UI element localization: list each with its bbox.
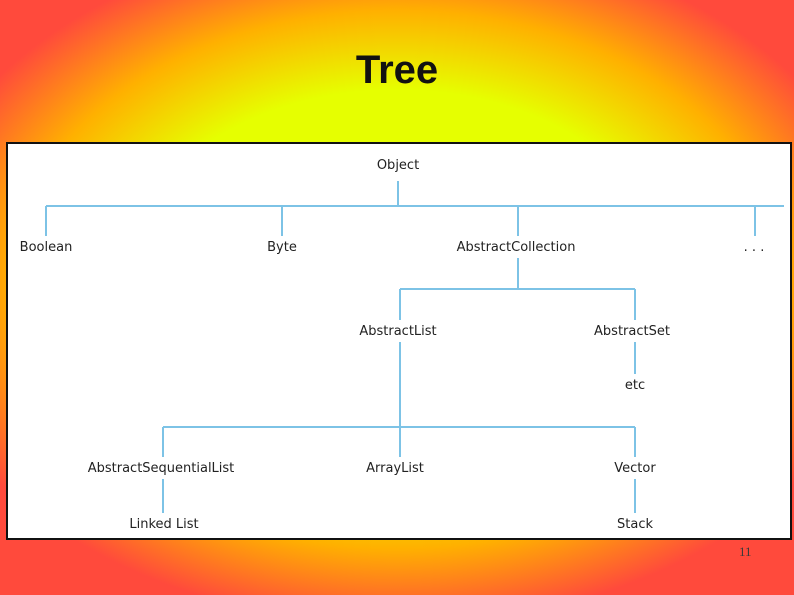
page-number: 11: [739, 544, 752, 559]
node-byte: Byte: [267, 240, 297, 255]
node-abstract-set: AbstractSet: [594, 324, 670, 339]
node-abstract-list: AbstractList: [359, 324, 437, 339]
node-etc: etc: [624, 378, 646, 393]
node-array-list: ArrayList: [366, 461, 424, 476]
node-ellipsis: . . .: [743, 240, 765, 255]
node-abstract-sequential-list: AbstractSequentialList: [87, 461, 235, 476]
slide-title: Tree: [355, 48, 439, 92]
node-object: Object: [376, 158, 420, 173]
node-vector: Vector: [614, 461, 656, 476]
class-hierarchy-diagram: Object Boolean Byte AbstractCollection .…: [6, 142, 792, 540]
node-stack: Stack: [617, 517, 653, 532]
node-abstract-collection: AbstractCollection: [456, 240, 576, 255]
node-boolean: Boolean: [19, 240, 73, 255]
node-linked-list: Linked List: [129, 517, 199, 532]
tree-connectors: [45, 181, 784, 513]
